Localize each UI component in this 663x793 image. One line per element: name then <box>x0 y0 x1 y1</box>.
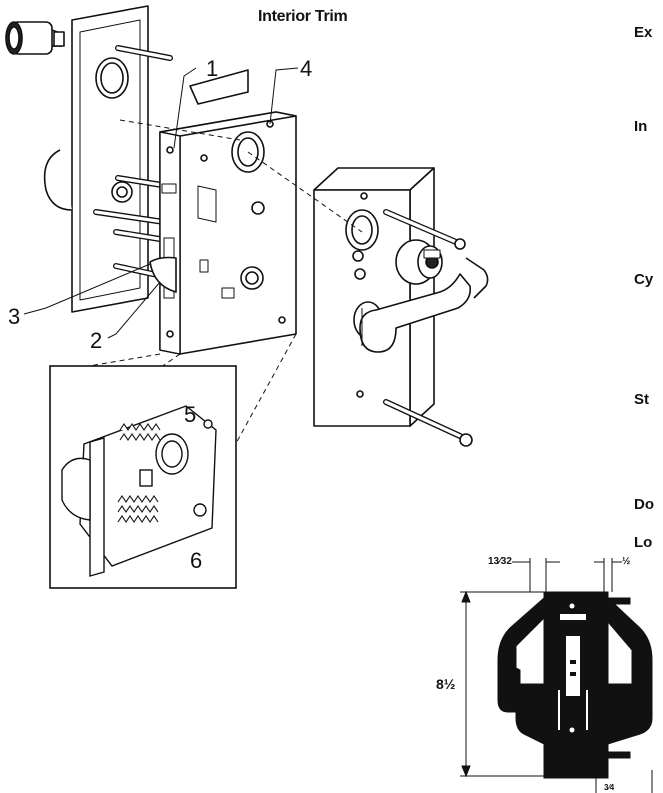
side-label-cylinder: Cy <box>634 271 654 288</box>
callout-3: 3 <box>8 304 21 329</box>
exterior-cylinder <box>395 239 443 285</box>
side-label-interior: In <box>634 118 648 135</box>
diagram-title: Interior Trim <box>258 8 348 25</box>
side-label-lock: Lo <box>634 534 653 551</box>
callout-2: 2 <box>90 328 103 353</box>
exterior-lever-handle <box>359 257 489 353</box>
mortise-cylinder <box>5 21 65 55</box>
callout-6: 6 <box>190 548 203 573</box>
side-label-exterior: Ex <box>634 24 653 41</box>
callout-1: 1 <box>206 56 219 81</box>
mortise-lock-body <box>149 69 297 355</box>
dimension-height: 8½ <box>436 676 456 692</box>
dimension-top-left: 13⁄32 <box>488 556 512 567</box>
through-bolt-lower <box>383 399 473 447</box>
dimension-lines <box>460 558 653 793</box>
mechanism-detail-inset <box>49 365 237 589</box>
callout-5: 5 <box>184 402 197 427</box>
through-bolt-upper <box>383 209 466 250</box>
dimension-elevation-drawing <box>460 558 653 793</box>
exterior-escutcheon-plate <box>313 167 435 427</box>
callout-4: 4 <box>300 56 313 81</box>
dimension-bottom: 3⁄4 <box>604 783 615 792</box>
dimension-top-right: ½ <box>622 556 631 567</box>
side-label-strike: St <box>634 391 649 408</box>
side-label-door: Do <box>634 496 654 513</box>
